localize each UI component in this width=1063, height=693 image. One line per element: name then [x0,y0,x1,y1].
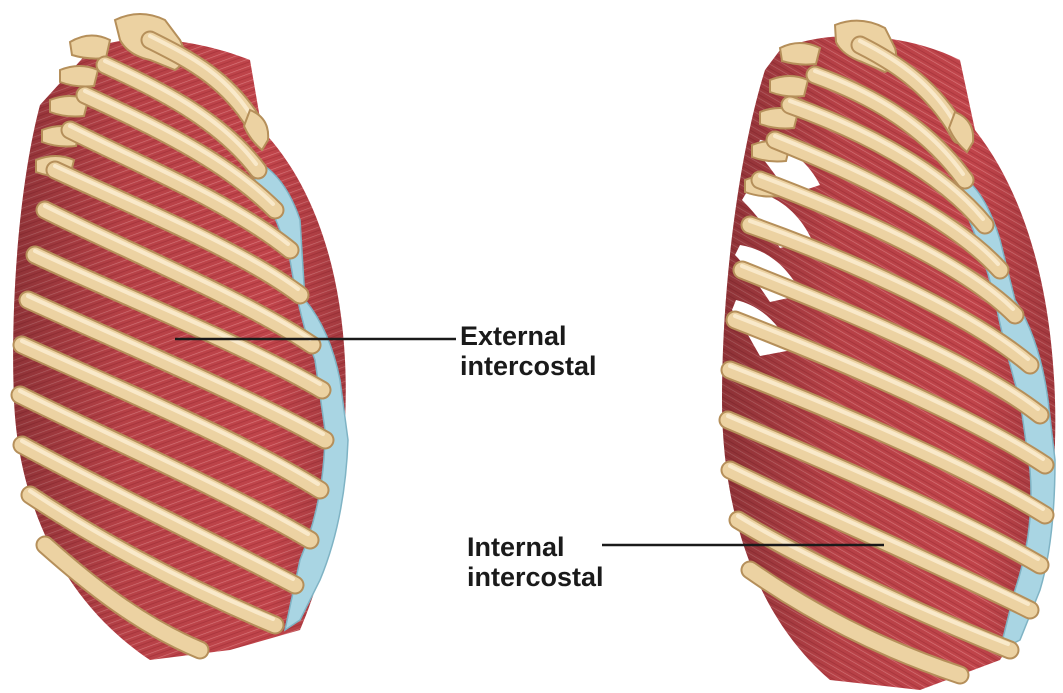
rib-cage-internal-view [715,21,1063,693]
internal-intercostal-label: Internal intercostal [467,532,604,592]
external-intercostal-label: External intercostal [460,321,597,381]
external-intercostal-label-line2: intercostal [460,351,597,381]
external-intercostal-label-line1: External [460,321,597,351]
internal-intercostal-label-line2: intercostal [467,562,604,592]
internal-intercostal-label-line1: Internal [467,532,604,562]
rib-cage-external-view [0,14,360,670]
